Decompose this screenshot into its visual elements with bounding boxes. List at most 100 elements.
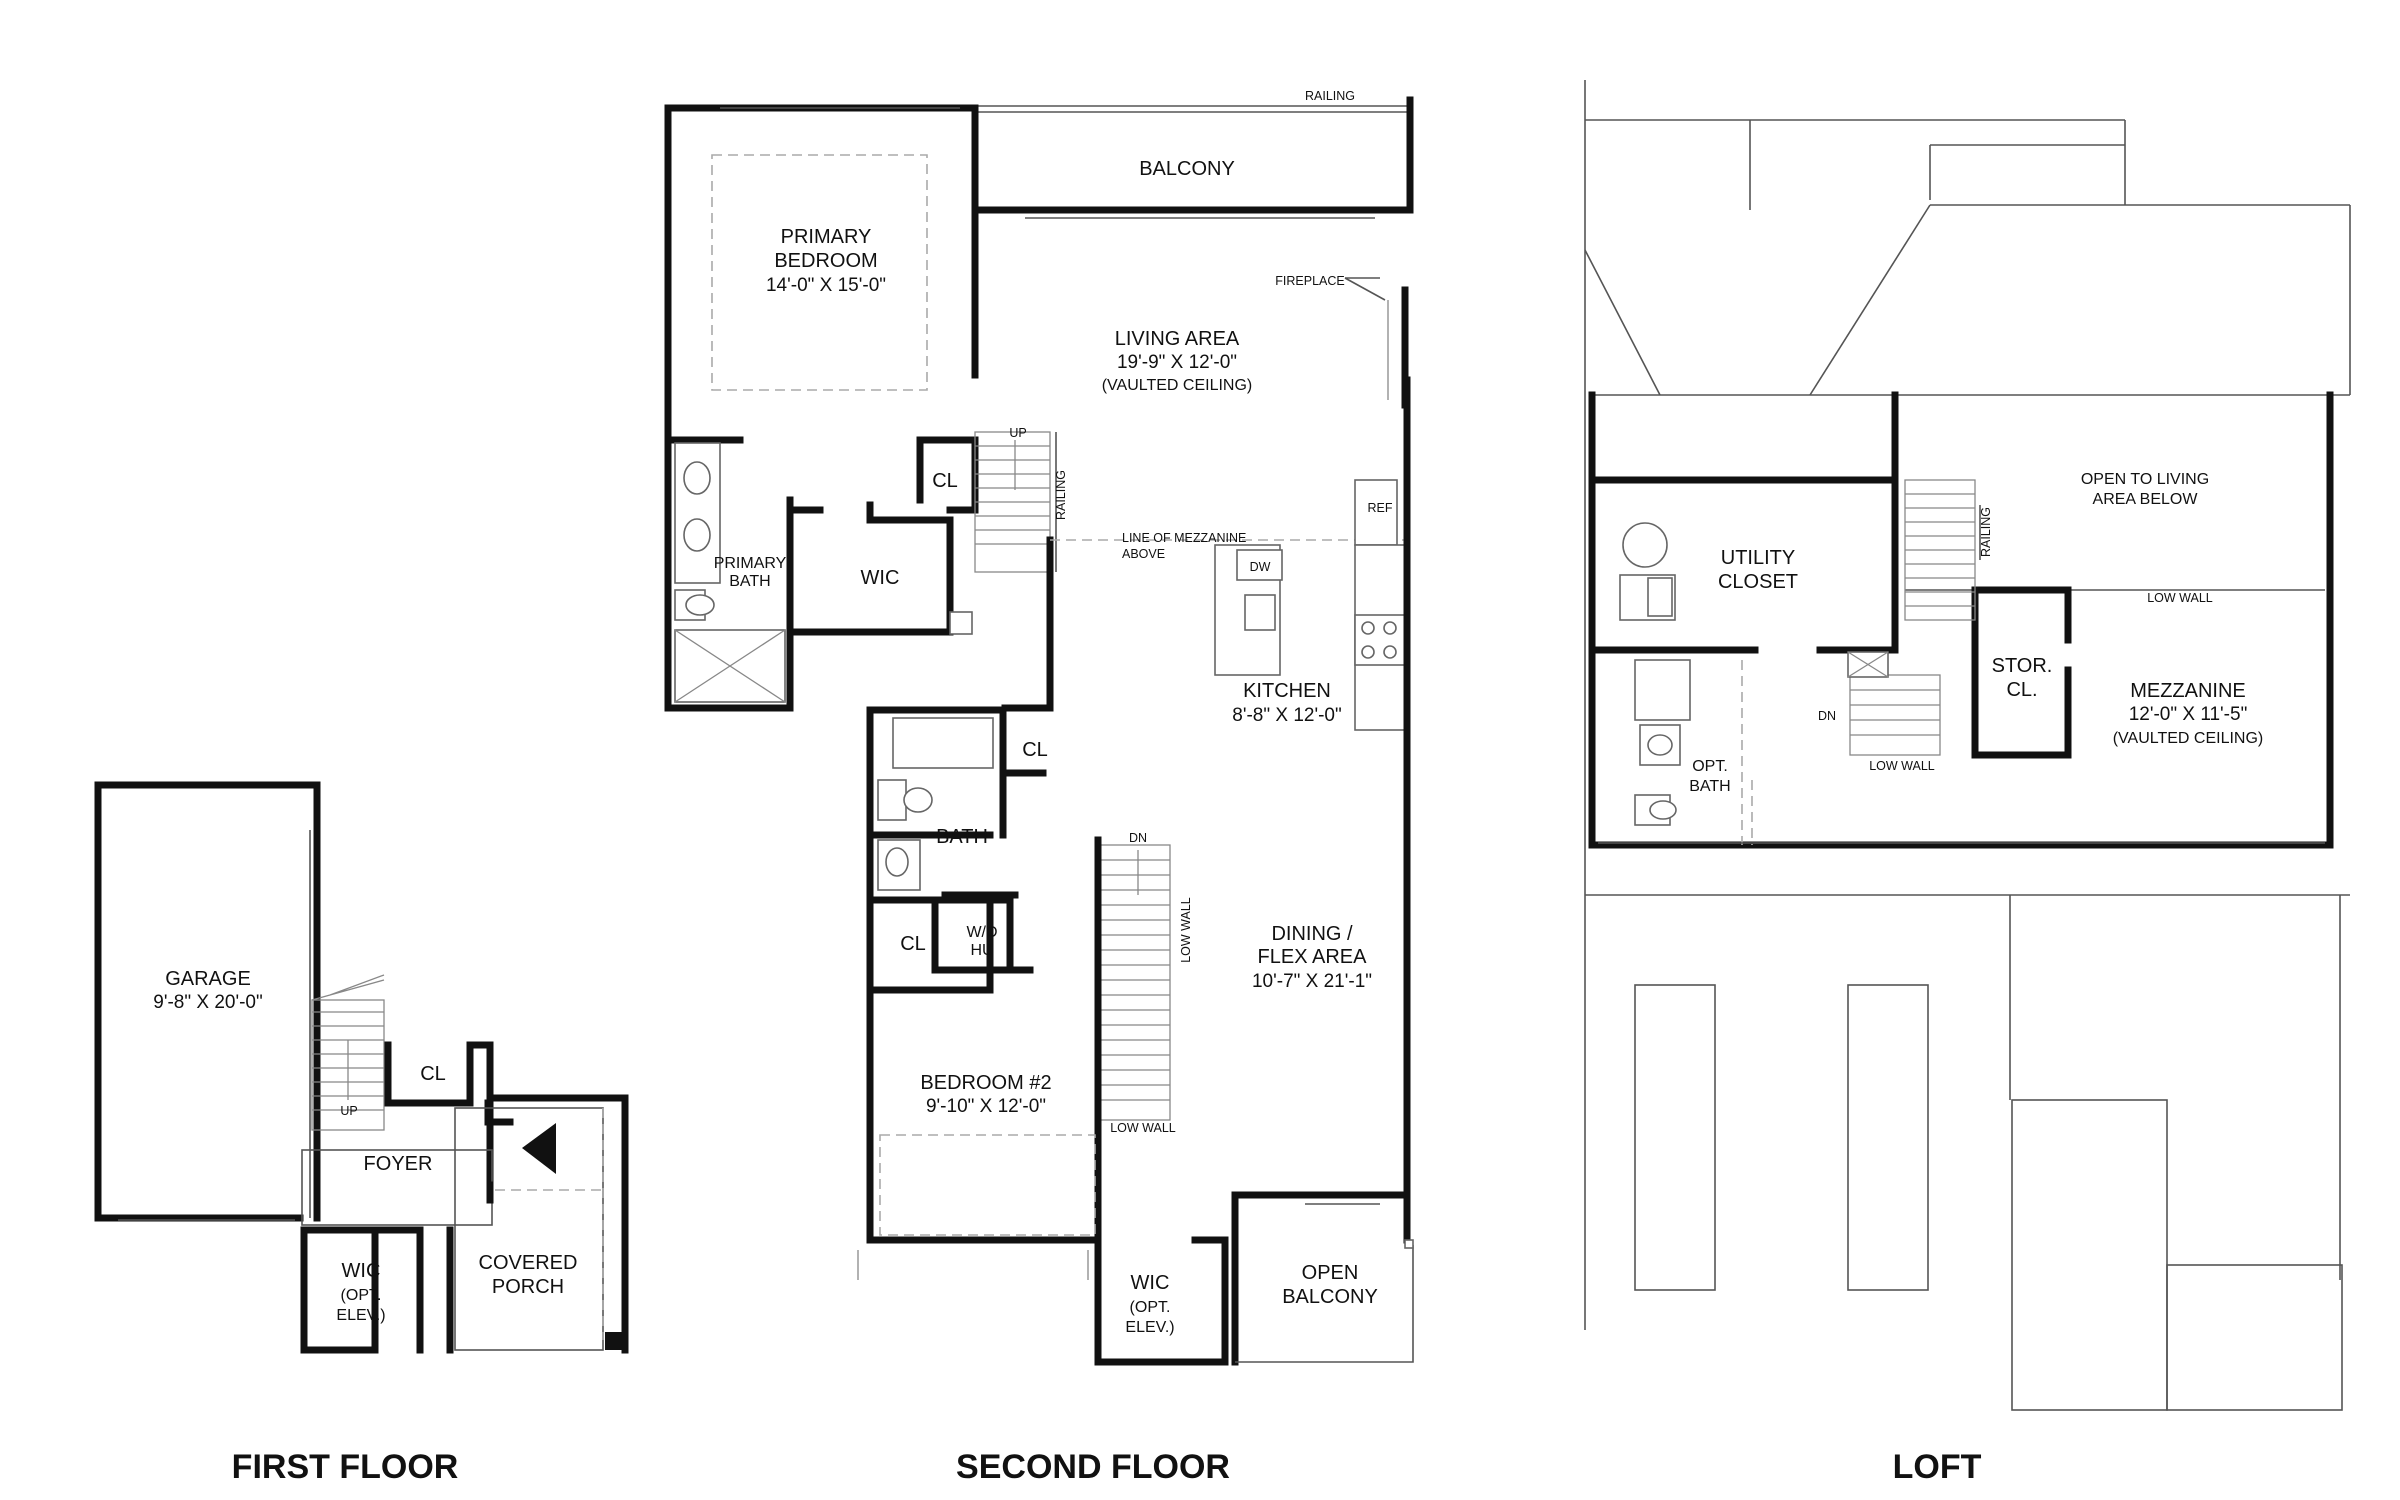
opt-bath-line1: OPT. <box>1692 758 1728 775</box>
primary-bedroom-line1: PRIMARY <box>781 226 872 248</box>
second-floor-title: SECOND FLOOR <box>956 1448 1230 1486</box>
fireplace-label: FIREPLACE <box>1275 274 1344 288</box>
utility-closet-fixtures <box>1619 522 1676 621</box>
first-floor-wic-note2: ELEV.) <box>336 1307 385 1324</box>
primary-closet-label: CL <box>932 470 958 492</box>
dining-line2: FLEX AREA <box>1258 946 1368 968</box>
primary-bath-fixtures <box>674 442 786 703</box>
open-balcony-line1: OPEN <box>1302 1262 1359 1284</box>
porch-divider-walls <box>416 1226 454 1354</box>
open-to-living-line2: AREA BELOW <box>2093 491 2199 508</box>
primary-bedroom-rug <box>711 154 928 391</box>
kitchen-label: KITCHEN <box>1243 680 1331 702</box>
primary-suite-walls <box>664 104 954 712</box>
bedroom2-label: BEDROOM #2 <box>920 1072 1051 1094</box>
stair-wall <box>1001 536 1054 712</box>
loft-low-wall-bottom-label: LOW WALL <box>1869 759 1935 773</box>
living-area-label: LIVING AREA <box>1115 328 1240 350</box>
loft-low-wall-top-label: LOW WALL <box>2147 591 2213 605</box>
mezzanine-note: (VAULTED CEILING) <box>2113 730 2264 747</box>
loft-title: LOFT <box>1893 1448 1982 1486</box>
hall-closet-label: CL <box>1022 739 1048 761</box>
stor-closet-line2: CL. <box>2006 679 2037 701</box>
second-floor-plan: RAILING BALCONY PRIMARY BEDROOM 14'-0" X… <box>664 89 1414 1366</box>
bedroom2-closet-label: CL <box>900 933 926 955</box>
lower-wic-note1: (OPT. <box>1130 1299 1171 1316</box>
dw-label: DW <box>1250 560 1271 574</box>
second-floor-east-wall <box>1231 376 1411 1244</box>
porch-column <box>605 1332 623 1350</box>
low-wall-side-label: LOW WALL <box>1179 897 1193 963</box>
balcony-label: BALCONY <box>1139 158 1235 180</box>
entry-arrow-icon <box>522 1123 556 1174</box>
kitchen-fixtures <box>1214 479 1406 731</box>
stair-dn-label: DN <box>1129 831 1147 845</box>
garage-walls <box>94 781 321 1222</box>
dining-dims: 10'-7" X 21'-1" <box>1252 971 1372 992</box>
porch-label-line2: PORCH <box>492 1276 564 1298</box>
loft-plan: OPEN TO LIVING AREA BELOW UTILITY CLOSET… <box>1584 80 2351 1411</box>
foyer-label: FOYER <box>364 1153 433 1175</box>
living-area-note: (VAULTED CEILING) <box>1102 377 1253 394</box>
living-area-dims: 19'-9" X 12'-0" <box>1117 352 1237 373</box>
garage-dims: 9'-8" X 20'-0" <box>153 992 262 1013</box>
loft-stair <box>1847 479 1981 756</box>
first-floor-stair <box>311 974 385 1131</box>
mezzanine-line-label2: ABOVE <box>1122 547 1165 561</box>
primary-bath-line2: BATH <box>729 573 770 590</box>
porch-walls <box>491 1094 629 1354</box>
first-floor-wic-note1: (OPT. <box>341 1287 382 1304</box>
first-floor-plan: GARAGE 9'-8" X 20'-0" UP CL FOYER WIC (O… <box>94 781 629 1354</box>
bedroom2-dims: 9'-10" X 12'-0" <box>926 1096 1046 1117</box>
primary-bedroom-dims: 14'-0" X 15'-0" <box>766 275 886 296</box>
bath-fixtures <box>877 717 994 891</box>
first-floor-title: FIRST FLOOR <box>232 1448 459 1486</box>
loft-railing-label: RAILING <box>1979 507 1993 557</box>
bedroom2-rug <box>879 1134 1096 1236</box>
mezzanine-line-label1: LINE OF MEZZANINE <box>1122 531 1246 545</box>
wd-line2: HU <box>970 942 993 959</box>
primary-bedroom-walls <box>664 104 1414 379</box>
opt-bath-line2: BATH <box>1689 778 1730 795</box>
second-floor-stair-down <box>1099 844 1171 1121</box>
first-floor-closet-label: CL <box>420 1063 446 1085</box>
balcony-railing-label: RAILING <box>1305 89 1355 103</box>
utility-closet-line2: CLOSET <box>1718 571 1798 593</box>
lower-wic-label: WIC <box>1131 1272 1170 1294</box>
first-floor-wic-label: WIC <box>342 1260 381 1282</box>
mezzanine-dims: 12'-0" X 11'-5" <box>2129 704 2248 725</box>
garage-label: GARAGE <box>165 968 251 990</box>
loft-walls <box>1588 391 2334 849</box>
open-balcony-railing <box>1235 1245 1414 1363</box>
wd-line1: W/D <box>966 924 997 941</box>
opt-bath-fixtures <box>1634 659 1753 845</box>
bath-walls <box>866 706 1047 1244</box>
bath-label: BATH <box>936 826 988 848</box>
stair-railing-label: RAILING <box>1054 470 1068 520</box>
porch-label-line1: COVERED <box>479 1252 578 1274</box>
dining-line1: DINING / <box>1271 923 1353 945</box>
open-balcony-line2: BALCONY <box>1282 1286 1378 1308</box>
kitchen-dims: 8'-8" X 12'-0" <box>1232 705 1341 726</box>
loft-roof-outline <box>1584 80 2351 1411</box>
bedroom2-closet-walls <box>866 896 1034 994</box>
lower-wic-note2: ELEV.) <box>1125 1319 1174 1336</box>
foyer-entry <box>484 1099 514 1204</box>
stor-closet-line1: STOR. <box>1992 655 2053 677</box>
primary-bath-line1: PRIMARY <box>714 555 787 572</box>
primary-bedroom-line2: BEDROOM <box>774 250 877 272</box>
low-wall-bottom-label: LOW WALL <box>1110 1121 1176 1135</box>
first-floor-stair-up: UP <box>340 1104 357 1118</box>
first-floor-closet-walls <box>384 1041 494 1107</box>
first-floor-wic-walls <box>300 1226 379 1354</box>
primary-wic-label: WIC <box>861 567 900 589</box>
stair-up-label: UP <box>1009 426 1026 440</box>
second-floor-stair-up <box>974 431 1057 573</box>
ref-label: REF <box>1368 501 1393 515</box>
stor-closet-walls <box>1971 586 2072 759</box>
loft-stair-dn-label: DN <box>1818 709 1836 723</box>
utility-closet-line1: UTILITY <box>1721 547 1795 569</box>
living-side-walls <box>1401 96 1414 409</box>
open-to-living-line1: OPEN TO LIVING <box>2081 471 2209 488</box>
